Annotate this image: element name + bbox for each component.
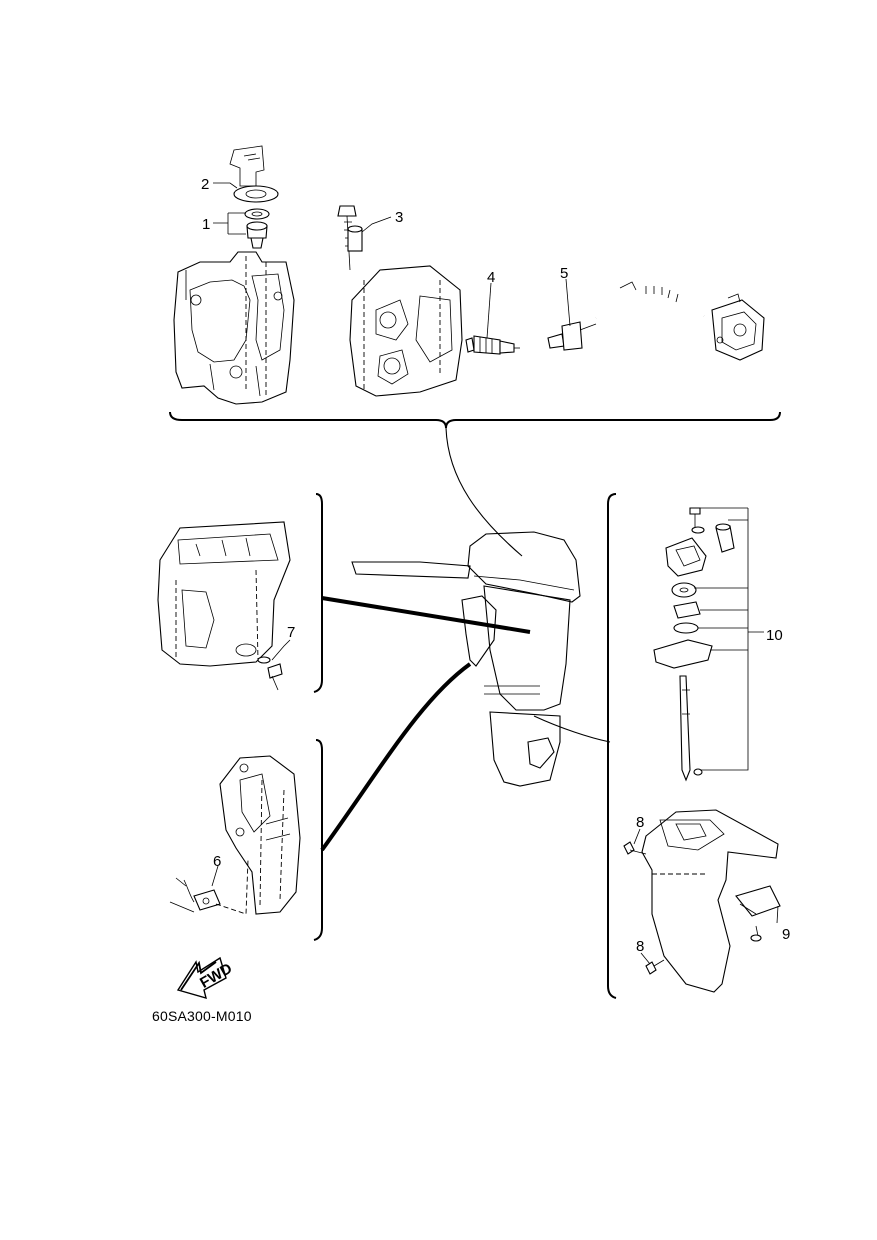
fuel-pump bbox=[711, 293, 765, 361]
callout-4: 4 bbox=[487, 269, 495, 286]
anode bbox=[735, 885, 781, 917]
bracket-group bbox=[169, 739, 323, 941]
callout-9: 9 bbox=[782, 926, 790, 943]
callout-5: 5 bbox=[560, 265, 568, 282]
thermostat bbox=[246, 221, 268, 249]
o-ring bbox=[673, 622, 699, 634]
callout-10: 10 bbox=[766, 627, 783, 644]
drain-bolt bbox=[267, 663, 283, 691]
water-pump-group bbox=[607, 493, 781, 999]
figure-code: 60SA300-M010 bbox=[152, 1008, 252, 1024]
callout-8-upper: 8 bbox=[636, 814, 644, 831]
cylinder-block bbox=[173, 251, 295, 405]
lower-unit bbox=[641, 809, 779, 993]
callout-3: 3 bbox=[395, 209, 403, 226]
fwd-arrow-icon: FWD bbox=[176, 956, 235, 1000]
callout-2: 2 bbox=[201, 176, 209, 193]
thermostat-cover bbox=[229, 145, 265, 187]
outboard-motor bbox=[320, 427, 611, 852]
grommet bbox=[193, 889, 221, 911]
spark-plug bbox=[465, 335, 520, 355]
ring bbox=[244, 208, 270, 220]
outer-plate bbox=[653, 639, 713, 669]
washer bbox=[257, 656, 271, 664]
callout-1: 1 bbox=[202, 216, 210, 233]
fuel-connector bbox=[547, 321, 597, 351]
top-brace bbox=[169, 411, 781, 429]
cylinder-head bbox=[349, 265, 463, 397]
callout-8-lower: 8 bbox=[636, 938, 644, 955]
upper-casing-group bbox=[157, 493, 323, 693]
sleeve bbox=[347, 225, 363, 252]
top-parts-group bbox=[169, 145, 781, 429]
impeller bbox=[673, 601, 701, 619]
fuel-hose bbox=[594, 281, 706, 321]
gasket bbox=[233, 185, 279, 203]
callout-7: 7 bbox=[287, 624, 295, 641]
callout-6: 6 bbox=[213, 853, 221, 870]
